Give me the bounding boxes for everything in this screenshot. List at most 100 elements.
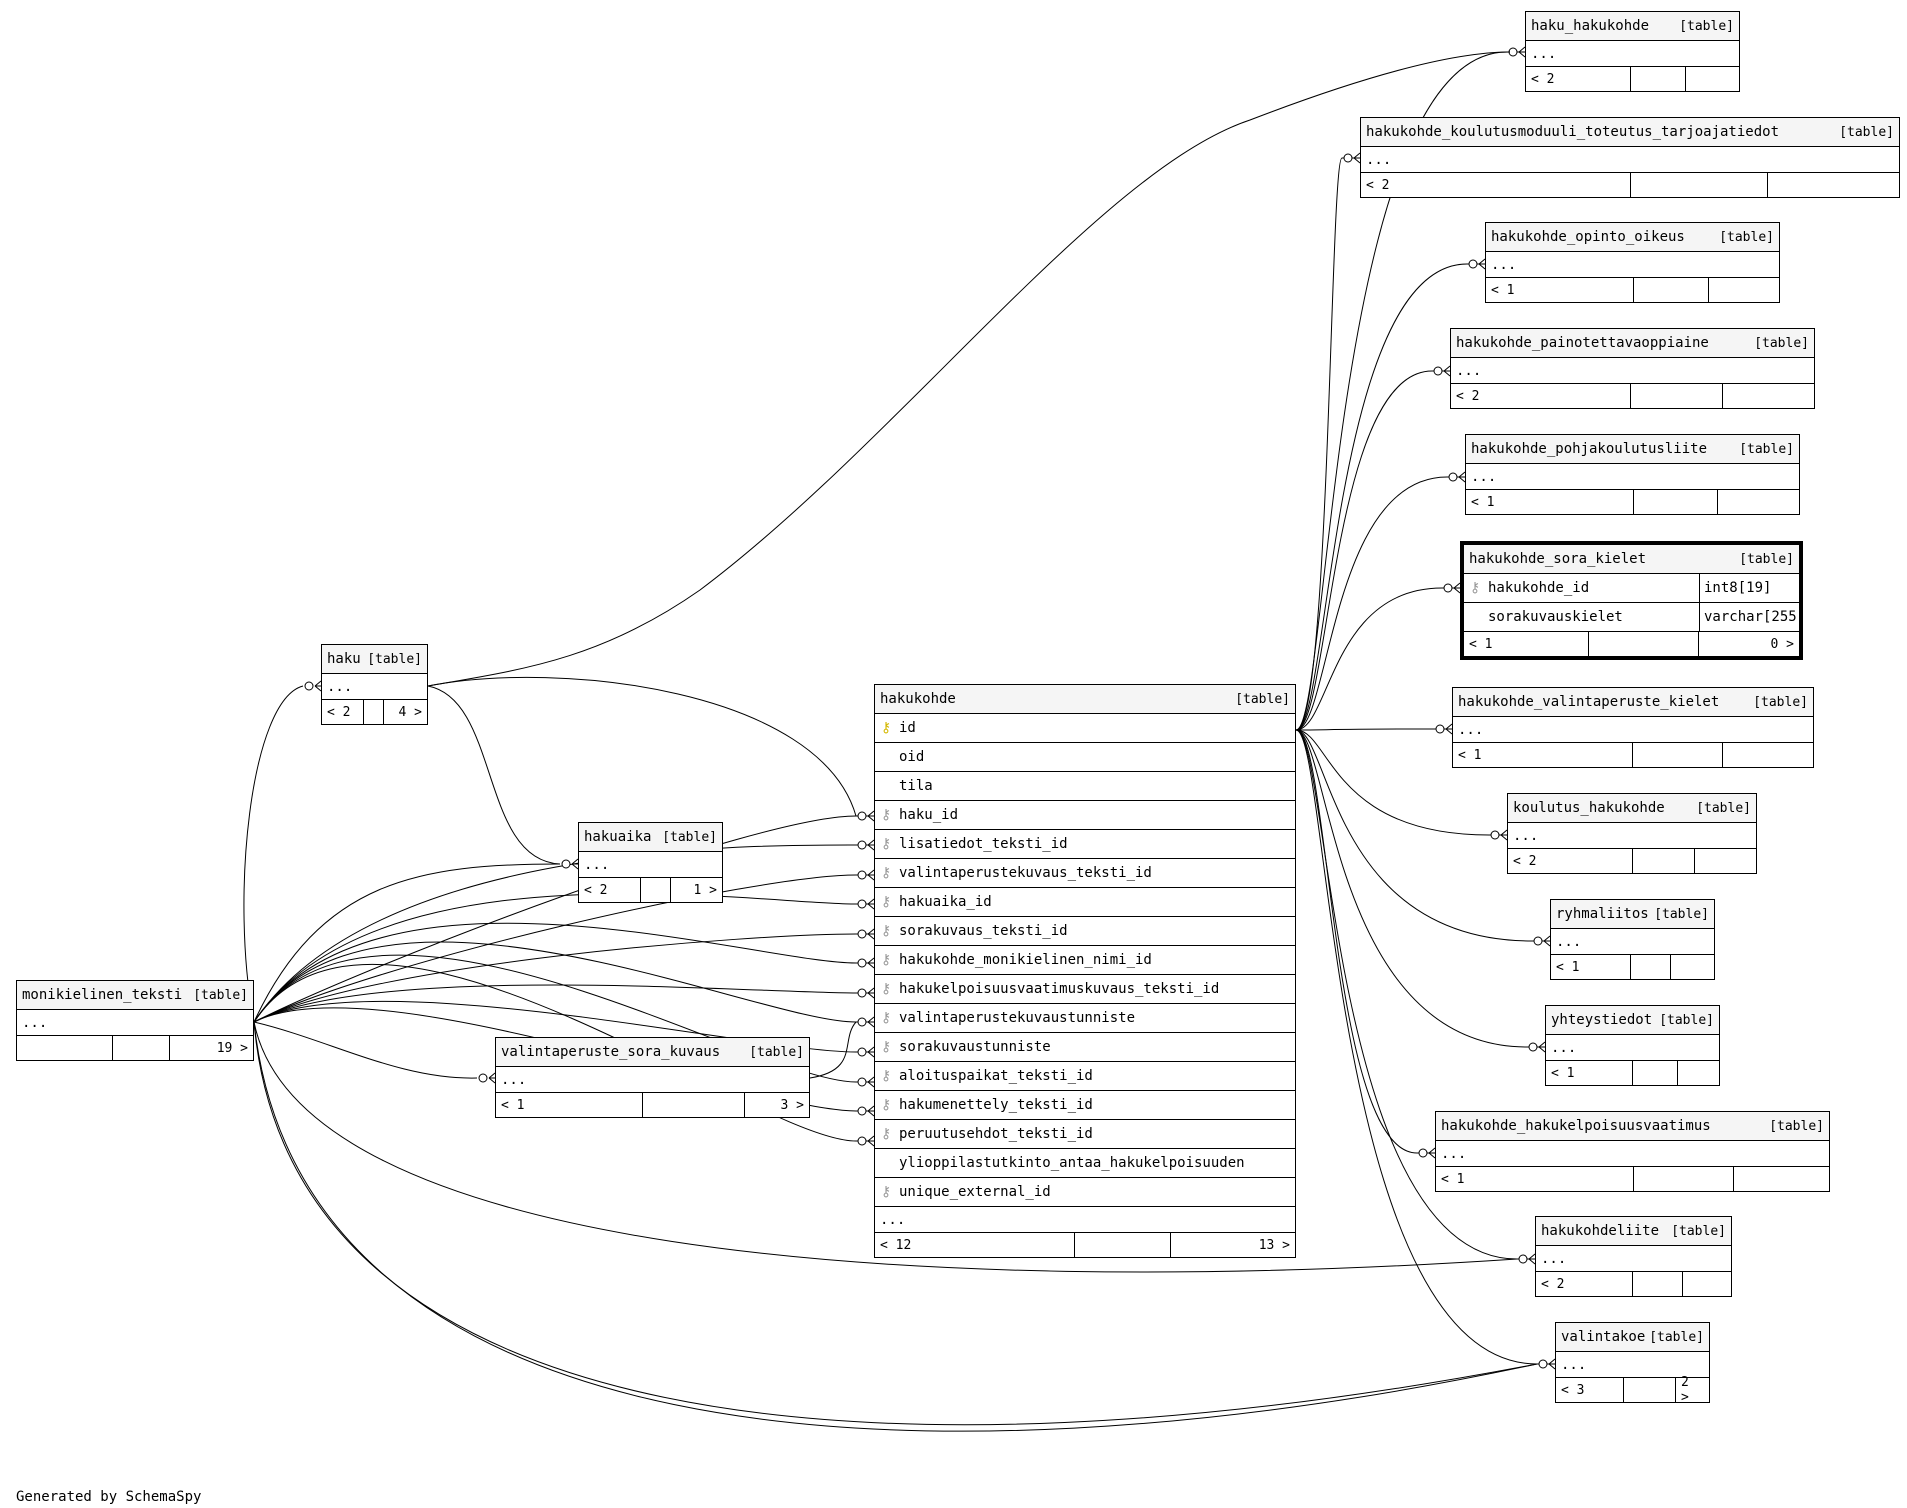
edge-hakukohde-koulutus_hakukohde (1295, 729, 1507, 836)
crow-foot-icon (1435, 723, 1453, 735)
column-row[interactable]: ⚷haku_id (875, 801, 1295, 830)
footer-spacer (1624, 1378, 1676, 1402)
column-name: valintaperustekuvaustunniste (899, 1010, 1136, 1026)
table-name: hakukohde_hakukelpoisuusvaatimus (1441, 1118, 1711, 1134)
column-row[interactable]: ⚷hakukelpoisuusvaatimuskuvaus_teksti_id (875, 975, 1295, 1004)
table-hakukohde-sora-kielet[interactable]: hakukohde_sora_kielet[table]⚷hakukohde_i… (1460, 541, 1805, 660)
table-hakukohde-pohjakoulutusliite[interactable]: hakukohde_pohjakoulutusliite[table]...< … (1465, 434, 1800, 515)
table-header: valintaperuste_sora_kuvaus[table] (496, 1038, 809, 1067)
column-row[interactable]: oid (875, 743, 1295, 772)
more-columns: ... (17, 1010, 253, 1036)
edge-monikielinen-hakukohde (253, 984, 874, 1023)
table-hakukohdeliite[interactable]: hakukohdeliite[table]...< 2 (1535, 1216, 1732, 1297)
table-type-tag: [table] (1654, 906, 1709, 922)
table-type-tag: [table] (1679, 18, 1734, 34)
more-columns: ... (1451, 358, 1814, 384)
edge-hakukohde-hakukohdeliite (1295, 729, 1535, 1260)
edge-monikielinen-hakukohde (253, 963, 874, 1142)
crow-foot-icon (304, 680, 322, 692)
table-yhteystiedot[interactable]: yhteystiedot[table]...< 1 (1545, 1005, 1720, 1086)
edge-haku-haku-hakukohde (427, 51, 1511, 687)
column-row[interactable]: ⚷hakukohde_monikielinen_nimi_id (875, 946, 1295, 975)
table-haku-hakukohde[interactable]: haku_hakukohde[table]...< 2 (1525, 11, 1740, 92)
table-koulutus-hakukohde[interactable]: koulutus_hakukohde[table]...< 2 (1507, 793, 1757, 874)
table-monikielinen-teksti[interactable]: monikielinen_teksti[table]... 19 > (16, 980, 254, 1061)
column-row[interactable]: ⚷id (875, 714, 1295, 743)
column-row[interactable]: ⚷sorakuvaustunniste (875, 1033, 1295, 1062)
column-name: hakukohde_id (1488, 580, 1590, 596)
column-row[interactable]: ⚷peruutusehdot_teksti_id (875, 1120, 1295, 1149)
footer-spacer (1634, 278, 1709, 302)
column-name: unique_external_id (899, 1184, 1051, 1200)
crow-foot-icon (1448, 471, 1466, 483)
table-footer: < 1 (1436, 1167, 1829, 1191)
column-row[interactable]: ⚷aloituspaikat_teksti_id (875, 1062, 1295, 1091)
more-columns: ... (1551, 929, 1714, 955)
child-count: 19 > (216, 1040, 248, 1056)
table-header: hakukohde_koulutusmoduuli_toteutus_tarjo… (1361, 118, 1899, 147)
table-type-tag: [table] (367, 651, 422, 667)
table-header: haku_hakukohde [table] (1526, 12, 1739, 41)
crow-foot-icon (1443, 582, 1461, 594)
edge-hakukohde-hakukohde_pohjakoulutusliite (1295, 476, 1465, 731)
table-type-tag: [table] (1739, 551, 1794, 567)
edge-monikielinen-haku (243, 685, 304, 1023)
foreign-key-icon: ⚷ (880, 836, 892, 852)
footer-spacer (1634, 1167, 1734, 1191)
column-row[interactable]: ⚷valintaperustekuvaus_teksti_id (875, 859, 1295, 888)
table-footer: 19 > (17, 1036, 253, 1060)
more-columns: ... (1556, 1352, 1709, 1378)
table-name: hakukohde_valintaperuste_kielet (1458, 694, 1720, 710)
foreign-key-icon: ⚷ (880, 894, 892, 910)
table-hakukohde-valintaperuste-kielet[interactable]: hakukohde_valintaperuste_kielet[table]..… (1452, 687, 1814, 768)
table-ryhmaliitos[interactable]: ryhmaliitos[table]...< 1 (1550, 899, 1715, 980)
column-row[interactable]: ⚷lisatiedot_teksti_id (875, 830, 1295, 859)
table-header: hakukohde_pohjakoulutusliite[table] (1466, 435, 1799, 464)
primary-key-icon: ⚷ (880, 720, 892, 736)
column-name: sorakuvaustunniste (899, 1039, 1051, 1055)
table-type-tag: [table] (1753, 694, 1808, 710)
edge-valintaperuste-hakukohde (809, 1021, 857, 1079)
edge-hakukohde-hakukohde_hakukelpoisuusvaatimus (1295, 729, 1435, 1154)
column-row[interactable]: ⚷hakumenettely_teksti_id (875, 1091, 1295, 1120)
parent-count: < 2 (322, 700, 364, 724)
column-name: sorakuvaus_teksti_id (899, 923, 1068, 939)
table-type-tag: [table] (1659, 1012, 1714, 1028)
parent-count: < 1 (1546, 1061, 1633, 1085)
table-name: haku_hakukohde (1531, 18, 1650, 34)
column-row[interactable]: ⚷sorakuvaus_teksti_id (875, 917, 1295, 946)
table-footer: < 1 (1453, 743, 1813, 767)
table-hakukohde-opinto-oikeus[interactable]: hakukohde_opinto_oikeus[table]...< 1 (1485, 222, 1780, 303)
column-row[interactable]: ⚷ unique_external_id (875, 1178, 1295, 1207)
foreign-key-icon: ⚷ (880, 1184, 892, 1200)
parent-count: < 1 (1551, 955, 1631, 979)
column-row[interactable]: ylioppilastutkinto_antaa_hakukelpoisuude… (875, 1149, 1295, 1178)
column-row[interactable]: ⚷valintaperustekuvaustunniste (875, 1004, 1295, 1033)
foreign-key-icon: ⚷ (1469, 580, 1481, 596)
foreign-key-icon: ⚷ (880, 807, 892, 823)
table-hakukohde-painotettavaoppiaine[interactable]: hakukohde_painotettavaoppiaine[table]...… (1450, 328, 1815, 409)
column-row[interactable]: tila (875, 772, 1295, 801)
table-header: monikielinen_teksti[table] (17, 981, 253, 1010)
parent-count: < 12 (875, 1233, 1075, 1257)
more-columns: ... (1486, 252, 1779, 278)
crow-foot-icon (857, 1105, 875, 1117)
table-hakukohde-hakukelpoisuusvaatimus[interactable]: hakukohde_hakukelpoisuusvaatimus[table].… (1435, 1111, 1830, 1192)
crow-foot-icon (1433, 365, 1451, 377)
column-row[interactable]: ⚷hakuaika_id (875, 888, 1295, 917)
table-name: hakukohde_painotettavaoppiaine (1456, 335, 1709, 351)
table-footer: < 2 (1526, 67, 1739, 91)
table-hakukohde-koulutusmoduuli-toteutus-tarjoajatiedot[interactable]: hakukohde_koulutusmoduuli_toteutus_tarjo… (1360, 117, 1900, 198)
child-count: 4 > (398, 704, 422, 720)
table-type-tag: [table] (1696, 800, 1751, 816)
column-name: oid (899, 749, 925, 765)
